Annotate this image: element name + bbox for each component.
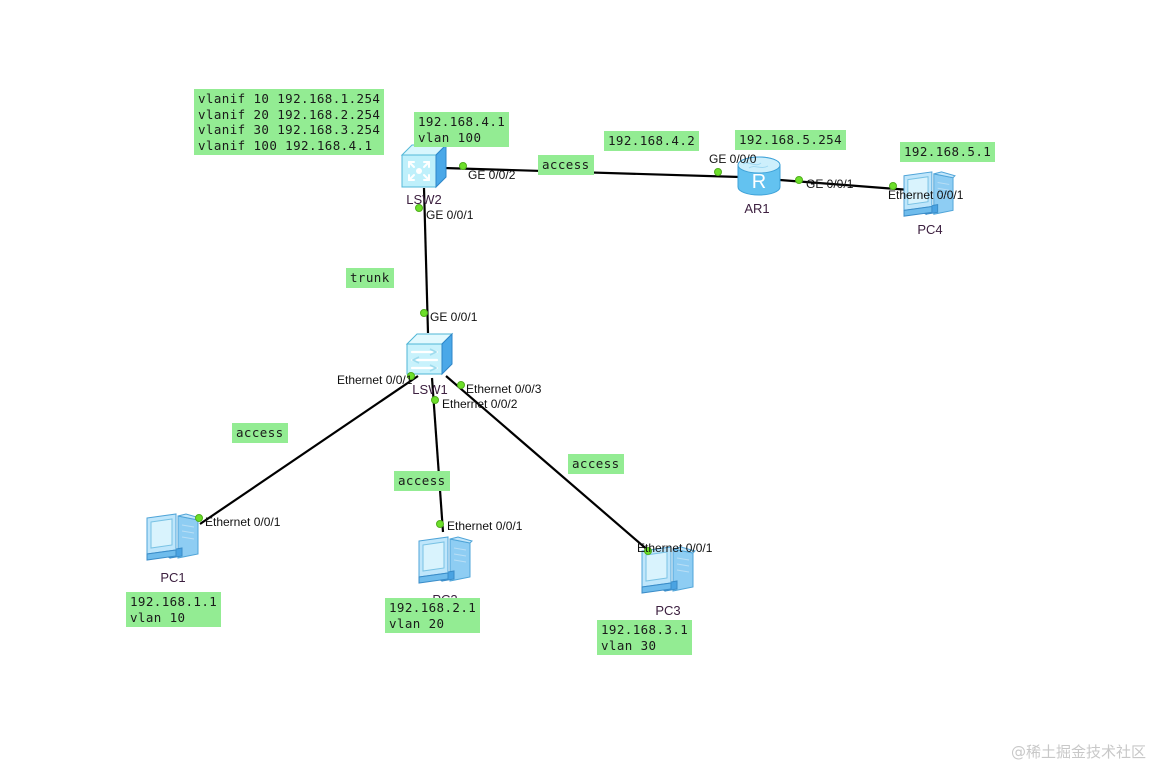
tag-ar1-ge001-ip: 192.168.5.254	[735, 130, 847, 150]
device-name-pc4: PC4	[917, 222, 943, 237]
port-dot-lsw1-eth002[interactable]	[431, 396, 439, 404]
tag-pc1-ip: 192.168.1.1 vlan 10	[126, 592, 222, 627]
port-label-ar1-ge000: GE 0/0/0	[709, 152, 757, 166]
port-label-pc4-eth001: Ethernet 0/0/1	[888, 188, 964, 202]
device-pc2-pc-icon[interactable]	[414, 535, 476, 592]
tag-lsw2-ip: 192.168.4.1 vlan 100	[414, 112, 510, 147]
port-dot-pc3-eth001[interactable]	[644, 547, 652, 555]
port-dot-lsw1-ge001[interactable]	[420, 309, 428, 317]
port-dot-pc1-eth001[interactable]	[195, 514, 203, 522]
port-label-lsw1-eth003: Ethernet 0/0/3	[466, 382, 542, 396]
watermark: @稀土掘金技术社区	[1010, 743, 1146, 761]
tag-lsw2-vlanif: vlanif 10 192.168.1.254 vlanif 20 192.16…	[194, 89, 385, 155]
tag-link-lsw1-pc2-mode: access	[394, 471, 450, 491]
tag-link-lsw2-lsw1-mode: trunk	[346, 268, 394, 288]
device-name-pc3: PC3	[655, 603, 681, 618]
tag-link-lsw1-pc3-mode: access	[568, 454, 624, 474]
device-lsw2-l3-switch-icon[interactable]	[400, 143, 448, 194]
device-name-lsw1: LSW1	[412, 382, 448, 397]
tag-ar1-ge000-ip: 192.168.4.2	[604, 131, 700, 151]
link-lsw1-pc1[interactable]	[199, 375, 419, 525]
port-label-pc3-eth001: Ethernet 0/0/1	[637, 541, 713, 555]
port-label-lsw2-ge001: GE 0/0/1	[426, 208, 474, 222]
port-dot-lsw2-ge001[interactable]	[415, 204, 423, 212]
port-label-lsw1-ge001: GE 0/0/1	[430, 310, 478, 324]
tag-pc3-ip: 192.168.3.1 vlan 30	[597, 620, 693, 655]
tag-link-lsw1-pc1-mode: access	[232, 423, 288, 443]
device-name-lsw2: LSW2	[406, 192, 442, 207]
port-dot-lsw1-eth003[interactable]	[457, 381, 465, 389]
device-lsw1-l2-switch-icon[interactable]	[404, 330, 456, 383]
device-pc4-pc-icon[interactable]	[898, 170, 960, 225]
device-pc3-pc-icon[interactable]	[637, 545, 699, 602]
port-label-lsw1-eth001: Ethernet 0/0/1	[337, 373, 413, 387]
tag-link-lsw2-ar1-mode: access	[538, 155, 594, 175]
port-label-lsw2-ge002: GE 0/0/2	[468, 168, 516, 182]
port-dot-ar1-ge000[interactable]	[714, 168, 722, 176]
device-ar1-router-icon[interactable]: R	[735, 155, 783, 202]
port-label-pc2-eth001: Ethernet 0/0/1	[447, 519, 523, 533]
port-label-lsw1-eth002: Ethernet 0/0/2	[442, 397, 518, 411]
svg-text:R: R	[752, 171, 766, 193]
port-label-ar1-ge001: GE 0/0/1	[806, 177, 854, 191]
device-name-pc1: PC1	[160, 570, 186, 585]
port-dot-lsw2-ge002[interactable]	[459, 162, 467, 170]
port-dot-lsw1-eth001[interactable]	[407, 372, 415, 380]
port-dot-pc2-eth001[interactable]	[436, 520, 444, 528]
device-pc1-pc-icon[interactable]	[142, 512, 204, 569]
tag-pc4-ip: 192.168.5.1	[900, 142, 996, 162]
port-dot-ar1-ge001[interactable]	[795, 176, 803, 184]
port-dot-pc4-eth001[interactable]	[889, 182, 897, 190]
port-label-pc1-eth001: Ethernet 0/0/1	[205, 515, 281, 529]
device-name-ar1: AR1	[744, 201, 770, 216]
tag-pc2-ip: 192.168.2.1 vlan 20	[385, 598, 481, 633]
